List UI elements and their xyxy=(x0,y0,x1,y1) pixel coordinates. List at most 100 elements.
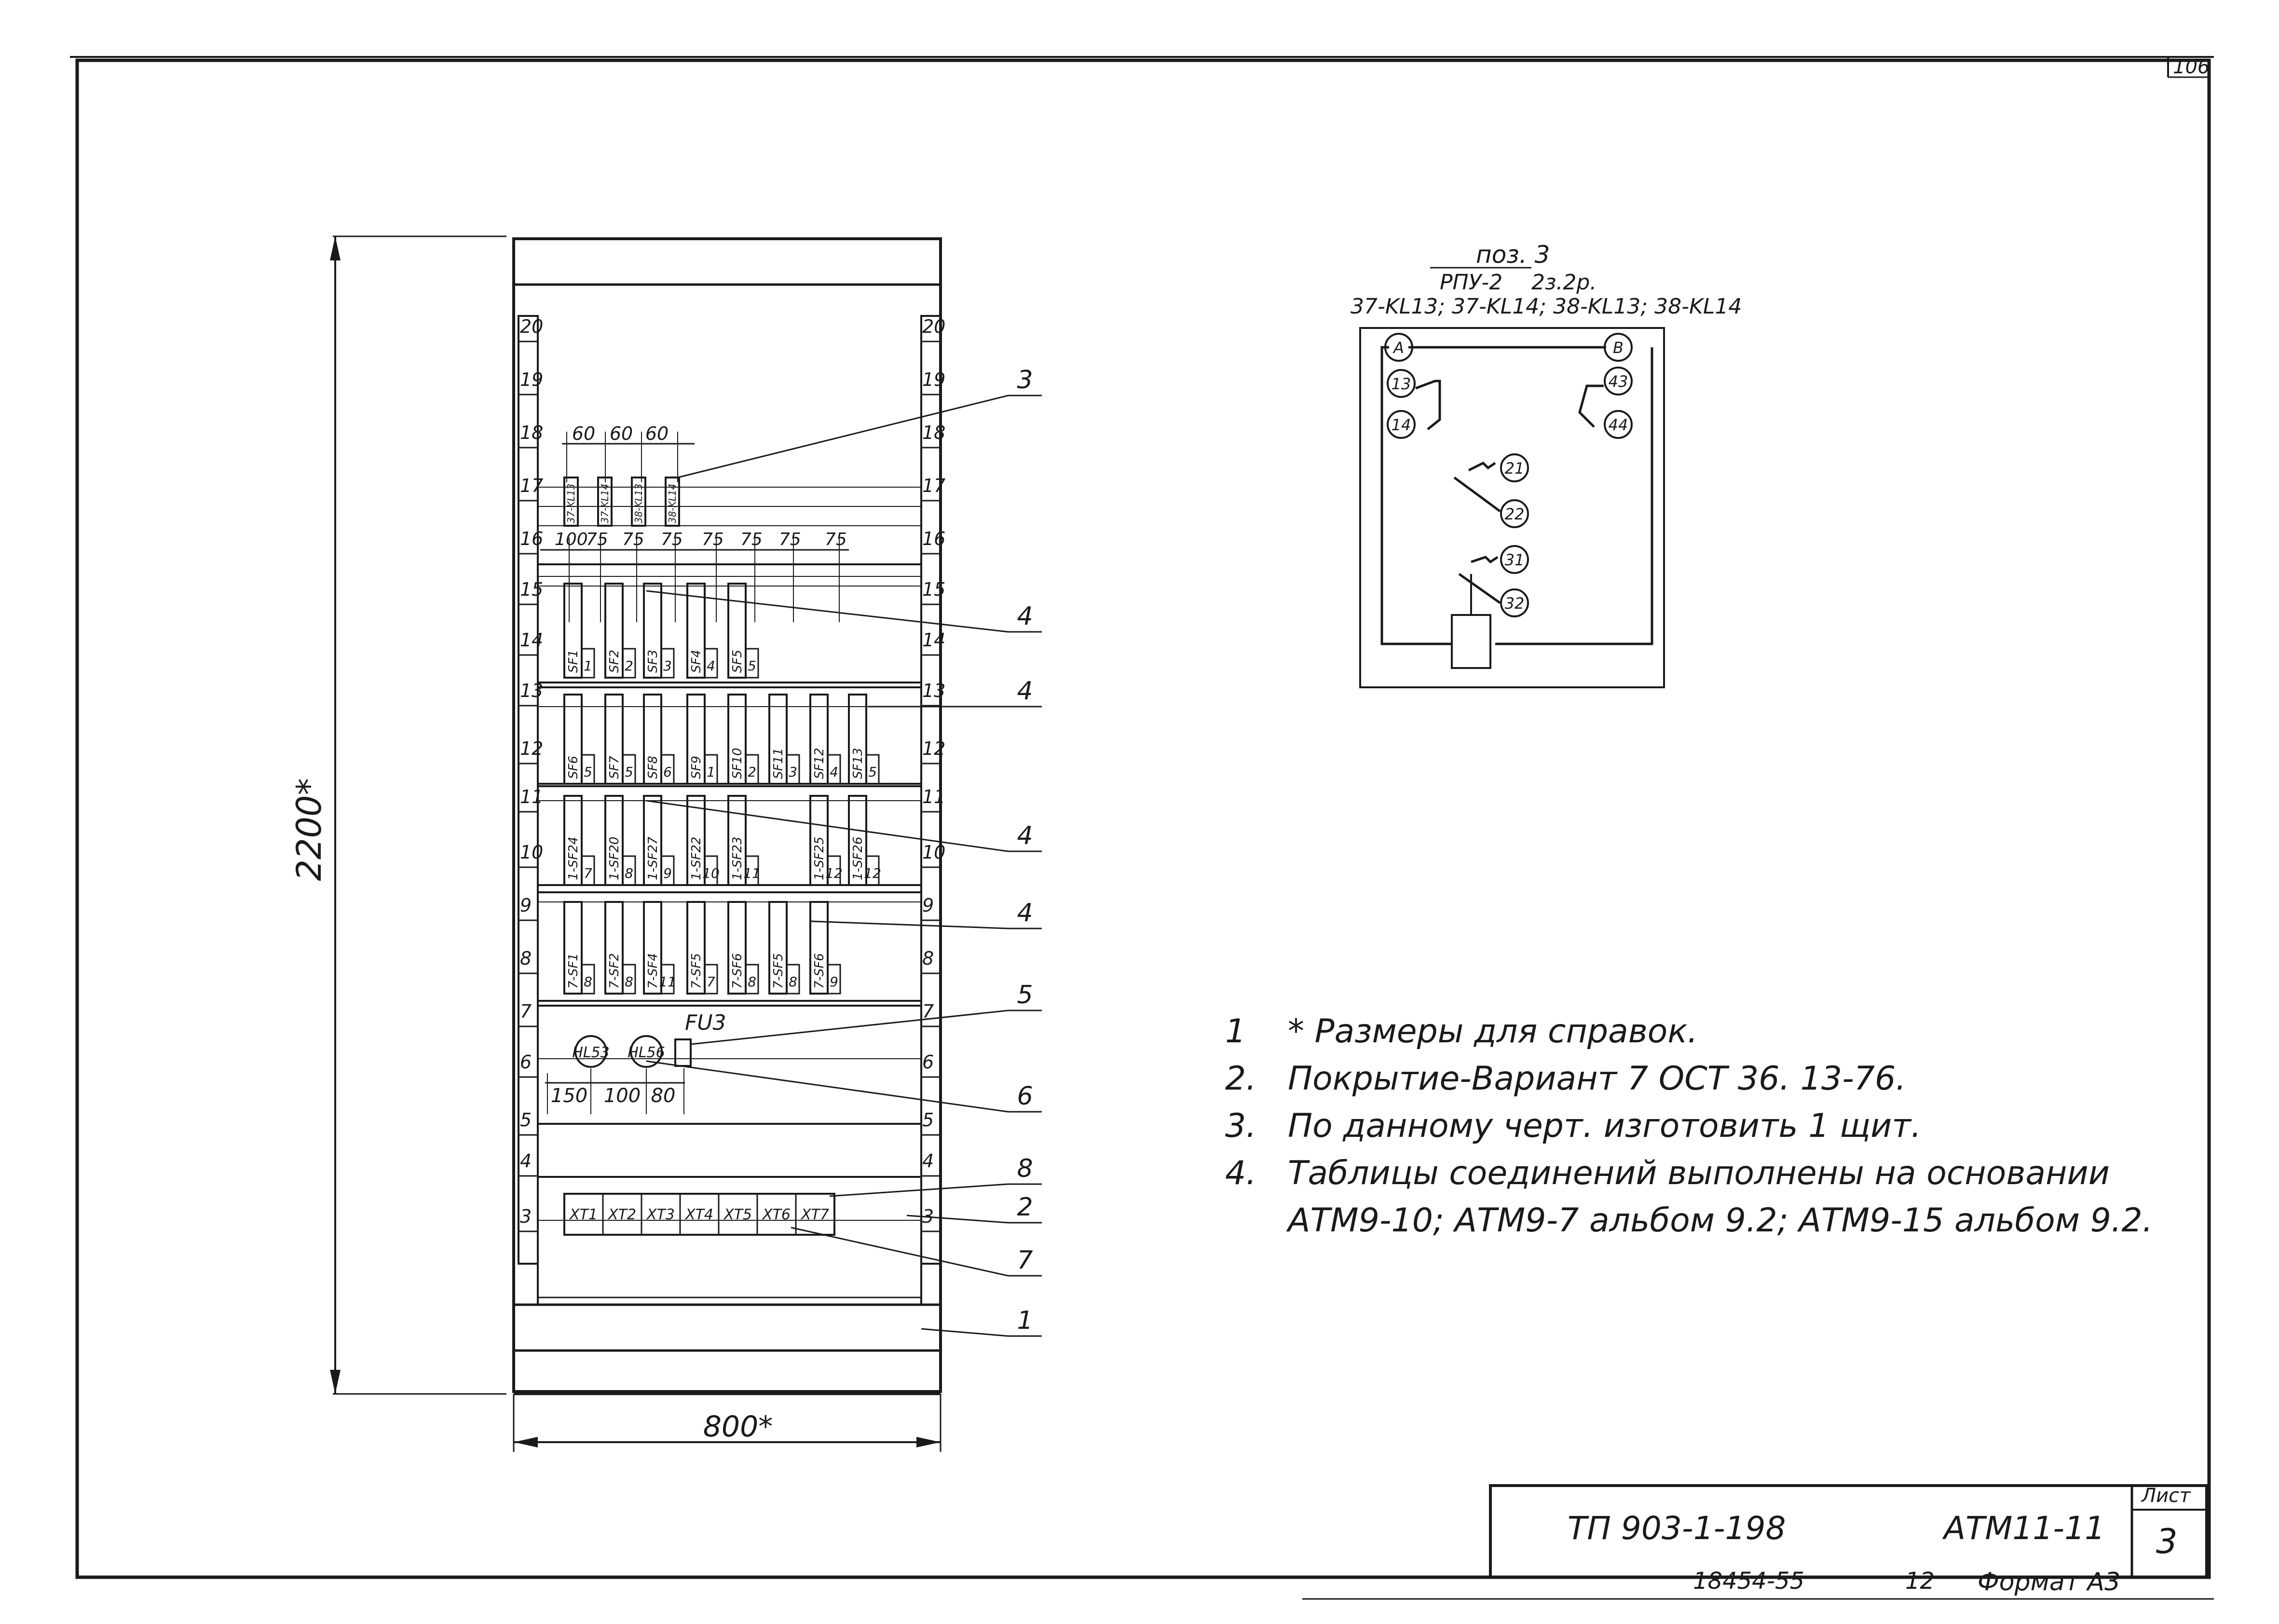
breaker-tag-box xyxy=(745,855,759,886)
breaker-tag-box xyxy=(704,964,718,995)
rail-number-right: 19 xyxy=(922,369,945,390)
detail-terminal-label: 44 xyxy=(1609,416,1628,434)
relay-module xyxy=(665,477,680,527)
breaker-tag: 3 xyxy=(663,658,672,674)
breaker-label: SF10 xyxy=(730,748,745,779)
breaker-module xyxy=(643,795,662,886)
breaker-tag-box xyxy=(622,754,636,785)
breaker-module xyxy=(768,901,788,995)
breaker-label: SF12 xyxy=(812,748,827,779)
rail-number-left: 6 xyxy=(520,1051,532,1073)
note-text: Таблицы соединений выполнены на основани… xyxy=(1288,1154,2110,1192)
breaker-label: SF6 xyxy=(566,756,581,779)
relay-module xyxy=(631,477,646,527)
breaker-tag-box xyxy=(704,754,718,785)
height-dimension-label: 2200* xyxy=(289,778,329,881)
breaker-tag: 8 xyxy=(625,974,633,990)
breaker-tag-box xyxy=(704,648,718,679)
breaker-module xyxy=(604,901,624,995)
mounting-rows xyxy=(537,487,922,1298)
rail-number-right: 15 xyxy=(922,579,945,600)
breaker-tag-box xyxy=(786,754,800,785)
title-project-code: ТП 903-1-198 xyxy=(1568,1510,1786,1547)
breaker-tag-box xyxy=(786,964,800,995)
note-2: 2. Покрытие-Вариант 7 ОСТ 36. 13-76. xyxy=(1225,1055,2166,1103)
title-drawing-code: АТМ11-11 xyxy=(1944,1510,2105,1547)
callout-number: 5 xyxy=(1017,981,1033,1010)
sheet-frame xyxy=(70,56,2214,1579)
breaker-module xyxy=(768,694,788,785)
breaker-tag-box xyxy=(660,754,675,785)
detail-terminal-label: 13 xyxy=(1392,375,1411,393)
breaker-tag: 12 xyxy=(825,865,843,881)
breaker-label: 7-SF5 xyxy=(689,953,704,989)
lamp-row xyxy=(545,1035,692,1114)
breaker-tag: 1 xyxy=(707,764,715,780)
breaker-module xyxy=(809,694,829,785)
terminal-block-label: XT1 xyxy=(569,1206,598,1223)
breaker-module xyxy=(848,694,867,785)
rail-number-left: 20 xyxy=(520,316,543,337)
cabinet-outline xyxy=(512,237,942,1395)
detail-terminal-circle xyxy=(1604,410,1633,439)
relay-label: 38-KL14 xyxy=(667,484,678,523)
rail-number-left: 12 xyxy=(520,738,543,759)
row2-spacing-label: 100 xyxy=(555,530,588,549)
callout-number: 6 xyxy=(1017,1082,1033,1111)
breaker-module xyxy=(686,694,706,785)
breaker-tag: 8 xyxy=(584,974,592,990)
breaker-tag: 2 xyxy=(625,658,633,674)
breaker-tag: 2 xyxy=(748,764,756,780)
rail-number-left: 18 xyxy=(520,422,543,443)
breaker-tag-box xyxy=(581,855,595,886)
breaker-tag-box xyxy=(660,964,675,995)
rail-number-right: 4 xyxy=(922,1150,934,1172)
title-sheet-label: Лист xyxy=(2142,1485,2191,1507)
rail-number-left: 3 xyxy=(520,1206,532,1227)
detail-terminal-label: 43 xyxy=(1609,372,1628,391)
breaker-label: 1-SF23 xyxy=(730,837,745,880)
breaker-tag-box xyxy=(581,648,595,679)
breaker-tag-box xyxy=(581,754,595,785)
detail-designations: 37-KL13; 37-KL14; 38-KL13; 38-KL14 xyxy=(1351,294,1742,319)
breaker-tag: 9 xyxy=(663,865,672,881)
rail-number-left: 15 xyxy=(520,579,543,600)
breaker-label: 1-SF26 xyxy=(851,837,865,880)
rail-number-left: 9 xyxy=(520,895,532,916)
breaker-module xyxy=(686,901,706,995)
breaker-label: SF9 xyxy=(689,756,704,779)
breaker-tag: 4 xyxy=(707,658,715,674)
breaker-label: 7-SF5 xyxy=(771,953,786,989)
breaker-tag-box xyxy=(704,855,718,886)
detail-terminal-label: A xyxy=(1392,339,1404,357)
breaker-module xyxy=(686,583,706,679)
callout-leaders xyxy=(646,395,1042,1337)
breaker-module xyxy=(604,694,624,785)
format-label: Формат А3 xyxy=(1978,1568,2121,1597)
breaker-label: SF11 xyxy=(771,748,786,779)
breaker-tag: 5 xyxy=(868,764,877,780)
rail-number-right: 5 xyxy=(922,1109,934,1131)
breaker-tag-box xyxy=(865,855,880,886)
breaker-module xyxy=(848,795,867,886)
breaker-label: SF3 xyxy=(646,650,660,673)
detail-terminal-label: 14 xyxy=(1392,416,1411,434)
bottom-spacing-label: 150 xyxy=(551,1085,587,1107)
bottom-spacing-label: 80 xyxy=(651,1085,676,1107)
notes-block: 1 * Размеры для справок. 2. Покрытие-Вар… xyxy=(1225,1008,2166,1244)
row1-spacing-label: 60 xyxy=(645,423,669,444)
rail-number-right: 14 xyxy=(922,629,945,651)
note-number: 3. xyxy=(1225,1107,1256,1145)
breaker-tag: 8 xyxy=(625,865,633,881)
relay-label: 37-KL14 xyxy=(599,484,611,523)
rail-number-left: 17 xyxy=(520,475,543,496)
breaker-module xyxy=(727,901,747,995)
breaker-module xyxy=(643,583,662,679)
rail-number-right: 6 xyxy=(922,1051,934,1073)
rail-number-left: 11 xyxy=(520,786,543,807)
rail-number-left: 10 xyxy=(520,842,543,863)
detail-terminal-label: 32 xyxy=(1505,594,1525,613)
